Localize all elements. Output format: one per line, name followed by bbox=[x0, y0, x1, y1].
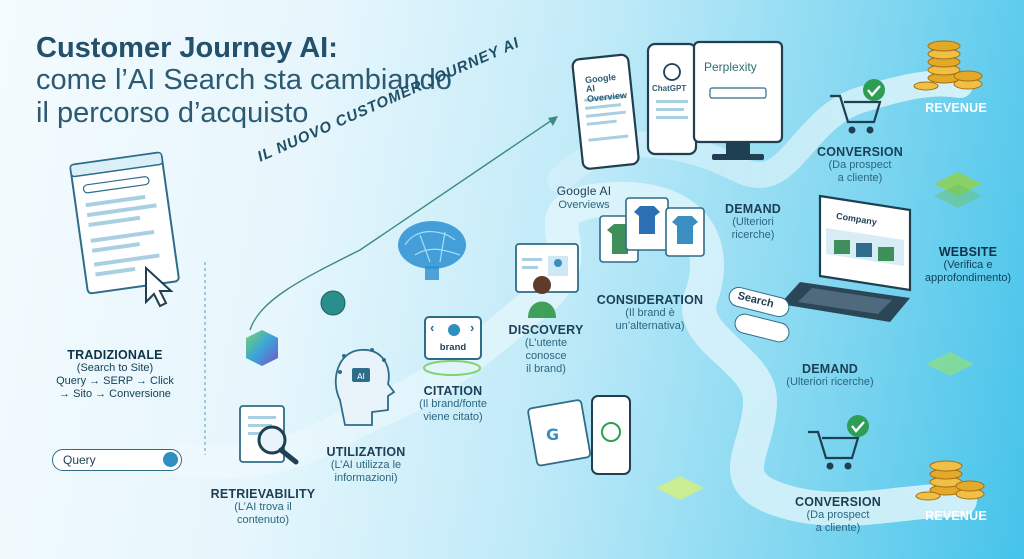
stage-demand-top: DEMAND (Ulteriori ricerche) bbox=[724, 202, 782, 242]
stage-google-ai: Google AI Overviews bbox=[556, 184, 612, 211]
brain-icon bbox=[398, 221, 466, 280]
code-icon-right: › bbox=[470, 320, 475, 335]
journey-ribbon-upper bbox=[547, 70, 973, 193]
browser-window-icon bbox=[69, 151, 180, 295]
brand-logo-icon bbox=[448, 324, 460, 336]
brand-card: ‹ › brand bbox=[424, 316, 482, 360]
coins-icon-bottom bbox=[915, 460, 985, 501]
stage-demand-bottom: DEMAND (Ulteriori ricerche) bbox=[786, 362, 874, 389]
title-line-3: il percorso d’acquisto bbox=[36, 96, 309, 129]
stage-consideration: CONSIDERATION (Il brand è un’alternativa… bbox=[596, 293, 704, 333]
stage-tradizionale: TRADIZIONALE (Search to Site) Query → SE… bbox=[40, 348, 190, 400]
ai-head-icon: AI bbox=[334, 348, 396, 426]
stage-utilization: UTILIZATION (L’AI utilizza le informazio… bbox=[326, 445, 406, 485]
code-icon: ‹ bbox=[430, 320, 435, 335]
phone-chatgpt bbox=[646, 42, 698, 156]
tablet-ai-overview bbox=[571, 53, 640, 170]
stage-revenue-bottom: REVENUE bbox=[925, 509, 987, 523]
stage-conversion-bottom: CONVERSION (Da prospect a cliente) bbox=[794, 495, 882, 535]
stage-title: TRADIZIONALE bbox=[67, 348, 163, 362]
page-title: Customer Journey AI: come l’AI Search st… bbox=[36, 32, 556, 129]
search-icon bbox=[163, 452, 178, 467]
glow-tile-icon bbox=[926, 352, 974, 376]
laptop-website bbox=[780, 194, 912, 322]
cursor-icon bbox=[145, 265, 174, 308]
globe-icon bbox=[320, 290, 346, 316]
cart-icon-bottom bbox=[808, 415, 869, 470]
glow-tile-icon bbox=[656, 476, 704, 500]
tablet-text: Google AI Overview bbox=[584, 71, 628, 104]
google-chat-devices: G bbox=[527, 395, 631, 475]
stage-revenue-top: REVENUE bbox=[925, 101, 987, 115]
user-screen-icon bbox=[515, 243, 579, 318]
cart-icon-top bbox=[830, 79, 885, 134]
search-bar-text: Query bbox=[63, 453, 96, 467]
stage-discovery: DISCOVERY (L’utente conosce il brand) bbox=[508, 323, 584, 375]
svg-text:G: G bbox=[546, 425, 559, 444]
title-line-2: come l’AI Search sta cambiando bbox=[36, 64, 452, 97]
cube-icon bbox=[246, 330, 278, 366]
brand-card-text: brand bbox=[439, 342, 467, 353]
title-line-1: Customer Journey AI: bbox=[36, 32, 338, 64]
coins-icon-top bbox=[913, 40, 983, 91]
stage-website: WEBSITE (Verifica e approfondimento) bbox=[924, 245, 1012, 285]
monitor-text: Perplexity bbox=[704, 60, 757, 74]
svg-text:AI: AI bbox=[357, 372, 365, 381]
document-magnifier-icon bbox=[239, 405, 299, 465]
phone-text: ChatGPT bbox=[652, 84, 687, 93]
product-cards-icon bbox=[599, 197, 705, 263]
monitor-perplexity bbox=[692, 40, 784, 160]
stage-retrievability: RETRIEVABILITY (L’AI trova il contenuto) bbox=[210, 487, 316, 527]
stage-conversion-top: CONVERSION (Da prospect a cliente) bbox=[816, 145, 904, 185]
stage-citation: CITATION (Il brand/fonte viene citato) bbox=[419, 384, 487, 424]
search-bar: Query bbox=[52, 449, 182, 471]
